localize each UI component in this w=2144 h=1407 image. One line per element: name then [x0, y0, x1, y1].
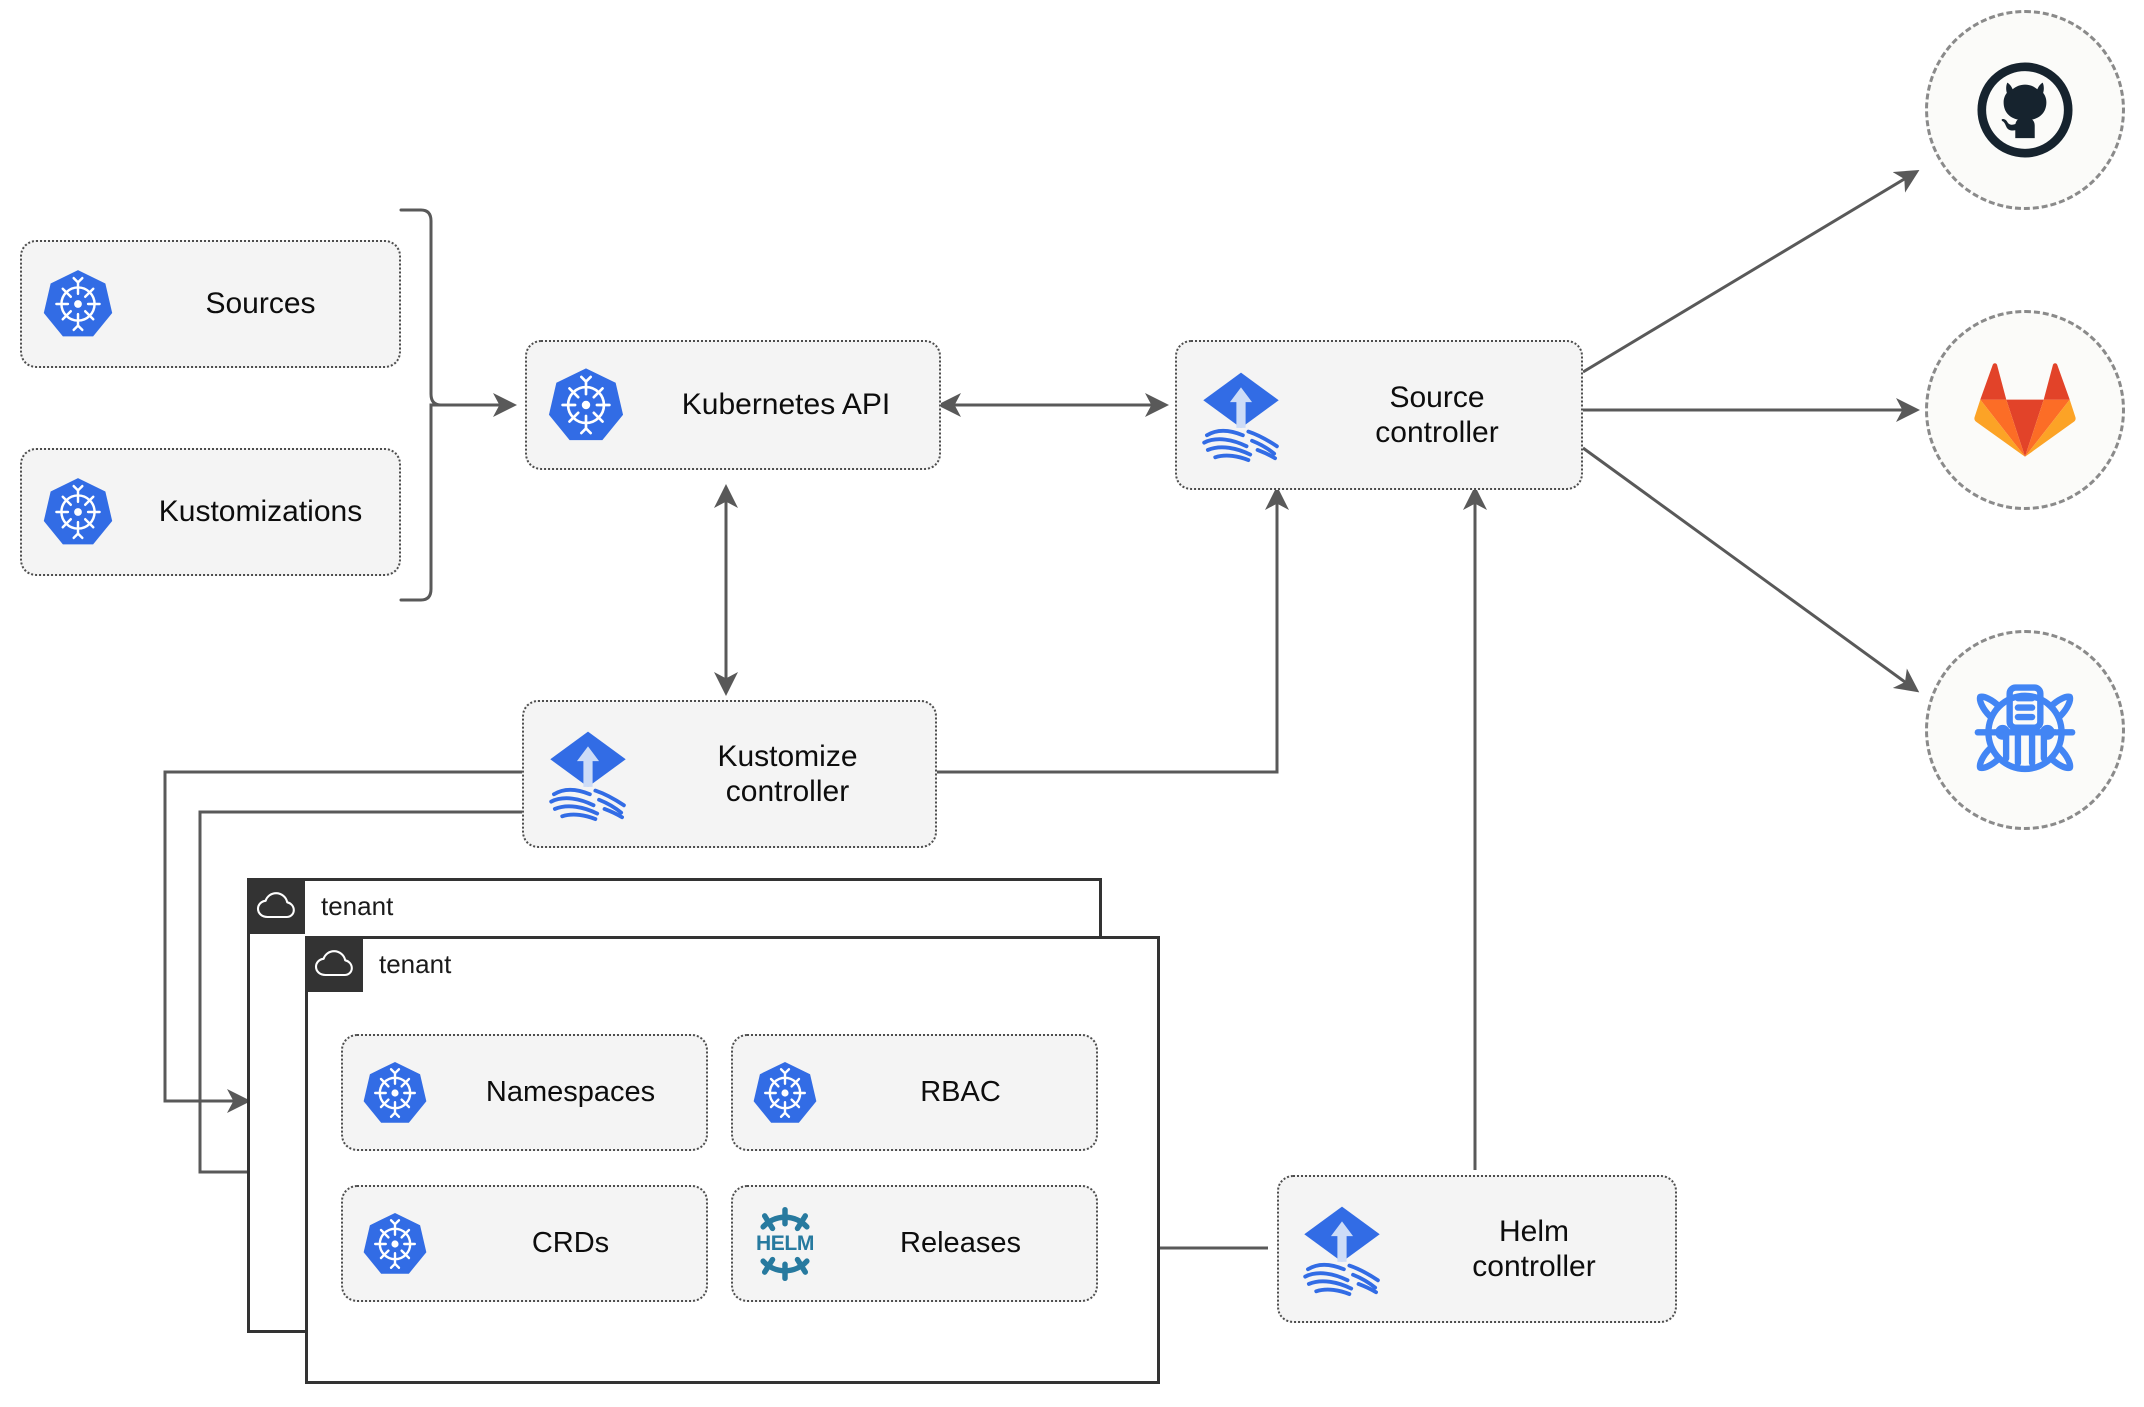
- node-releases[interactable]: HELM Releases: [731, 1185, 1098, 1302]
- edge-bracket-to-kubernetes-api: [399, 208, 442, 602]
- tenant-header-inner: tenant: [305, 936, 1160, 992]
- node-sources[interactable]: Sources: [20, 240, 401, 368]
- node-label: Namespaces: [485, 1076, 656, 1109]
- svg-text:HELM: HELM: [756, 1232, 814, 1255]
- provider-helm-repository[interactable]: [1925, 630, 2125, 830]
- tenant-header-outer: tenant: [247, 878, 1102, 934]
- provider-gitlab[interactable]: [1925, 310, 2125, 510]
- node-helm-controller[interactable]: Helm controller: [1277, 1175, 1677, 1323]
- helm-repository-icon: [1966, 671, 2084, 789]
- provider-github[interactable]: [1925, 10, 2125, 210]
- gitlab-icon: [1973, 361, 2077, 459]
- tenant-label: tenant: [379, 948, 452, 979]
- kubernetes-icon: [343, 1060, 447, 1126]
- node-label: Sources: [205, 287, 316, 321]
- node-label: Kustomizations: [158, 495, 363, 529]
- node-kubernetes-api[interactable]: Kubernetes API: [525, 340, 941, 470]
- cloud-icon: [247, 878, 305, 934]
- cloud-icon: [305, 936, 363, 992]
- edge-source-controller-helm-repository: [1582, 446, 1920, 693]
- edge-kustomize-controller-source-controller: [937, 486, 1289, 774]
- node-label: CRDs: [531, 1227, 610, 1260]
- node-kustomizations[interactable]: Kustomizations: [20, 448, 401, 576]
- node-label: Releases: [900, 1227, 1021, 1260]
- github-icon: [1971, 56, 2079, 164]
- tenant-container-inner: [305, 936, 1160, 1384]
- node-crds[interactable]: CRDs: [341, 1185, 708, 1302]
- node-kustomize-controller[interactable]: Kustomize controller: [522, 700, 937, 848]
- kubernetes-icon: [527, 366, 645, 444]
- node-namespaces[interactable]: Namespaces: [341, 1034, 708, 1151]
- flux-icon: [1279, 1201, 1405, 1297]
- kubernetes-icon: [733, 1060, 837, 1126]
- tenant-label: tenant: [321, 890, 394, 921]
- flux-icon: [524, 726, 652, 822]
- node-label: RBAC: [920, 1076, 1001, 1109]
- node-label: Kubernetes API: [681, 388, 891, 422]
- node-label: Helm controller: [1472, 1214, 1596, 1283]
- kubernetes-icon: [343, 1211, 447, 1277]
- helm-icon: HELM: [733, 1205, 837, 1283]
- edge-source-controller-github: [1582, 169, 1920, 374]
- kubernetes-icon: [22, 268, 134, 340]
- node-label: Source controller: [1375, 380, 1499, 449]
- node-source-controller[interactable]: Source controller: [1175, 340, 1583, 490]
- node-label: Kustomize controller: [717, 739, 858, 808]
- node-rbac[interactable]: RBAC: [731, 1034, 1098, 1151]
- kubernetes-icon: [22, 476, 134, 548]
- flux-icon: [1177, 367, 1305, 463]
